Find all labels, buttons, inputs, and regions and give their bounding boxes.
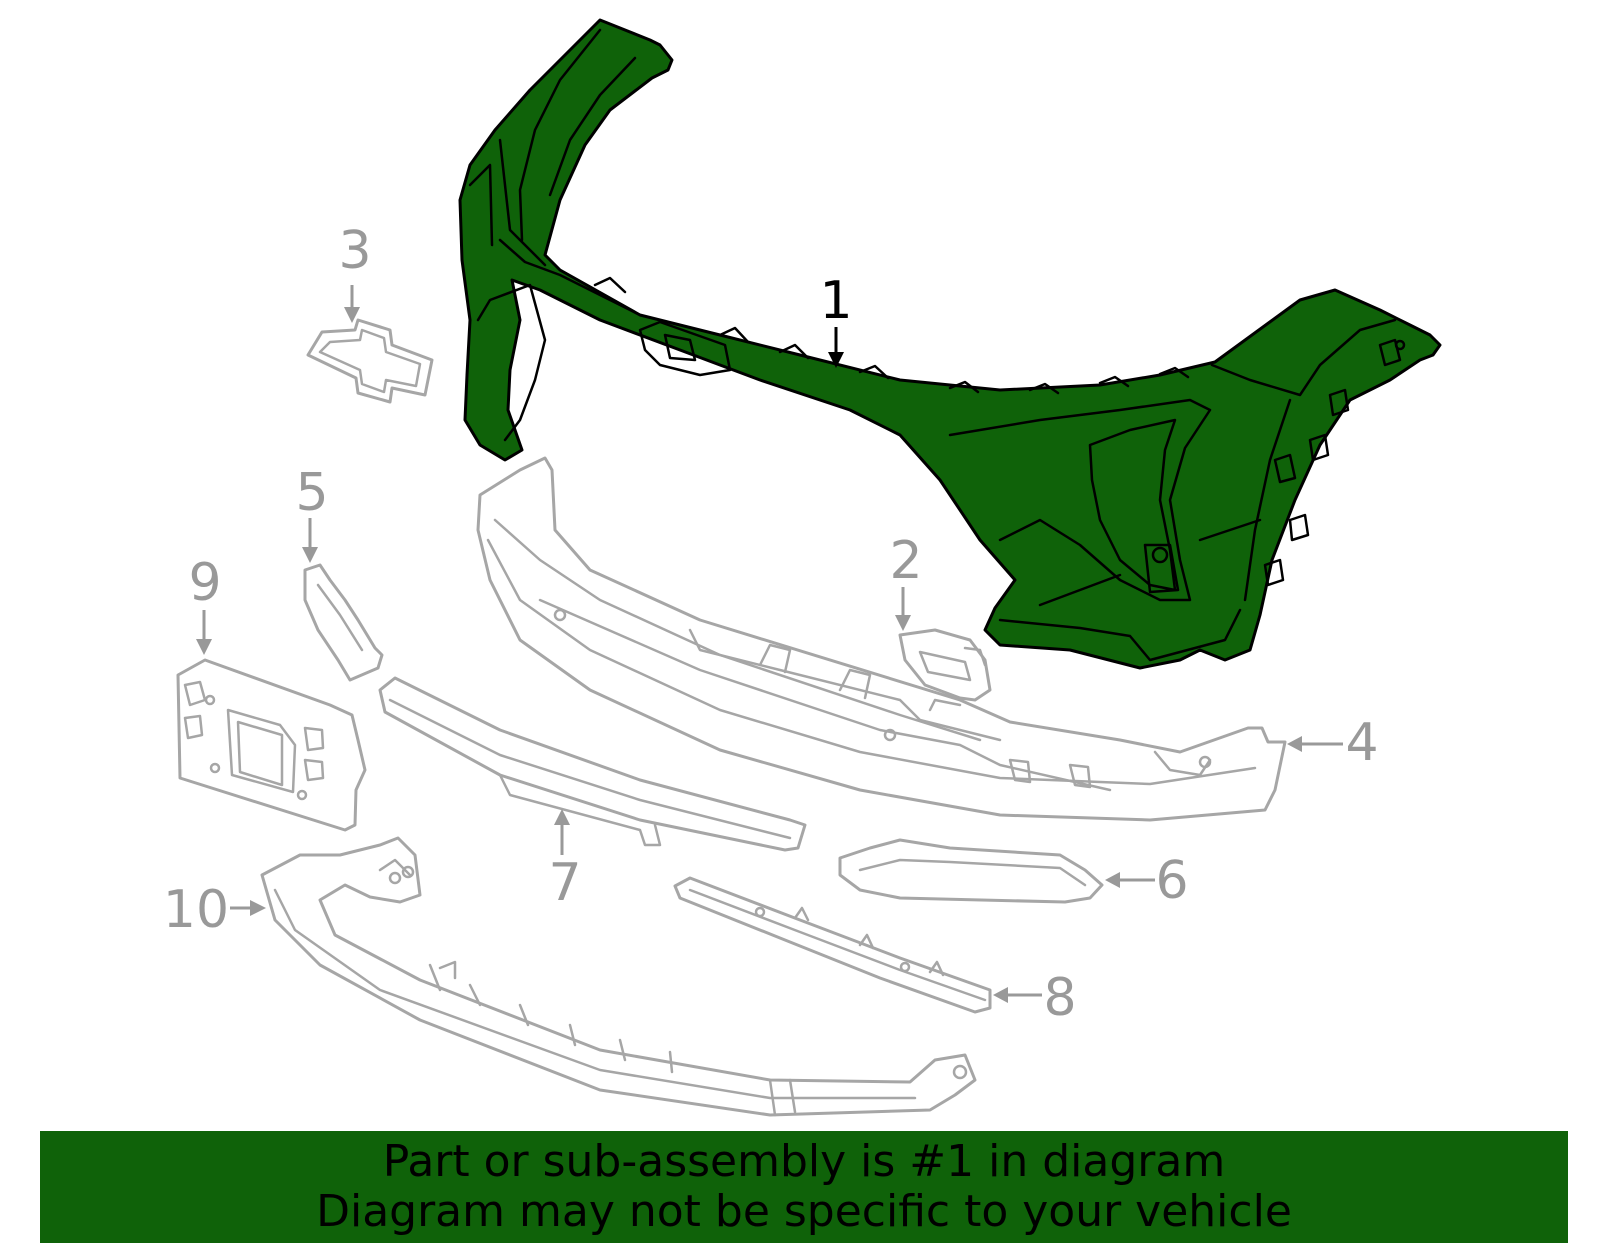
callout-arrow-4 (1287, 736, 1343, 752)
banner-line-vehicle-note: Diagram may not be specific to your vehi… (316, 1186, 1292, 1237)
banner-line-part-note: Part or sub-assembly is #1 in diagram (382, 1136, 1226, 1187)
callout-arrow-10 (230, 900, 266, 916)
part-2-bracket[interactable] (898, 628, 992, 702)
part-5-bracket[interactable] (303, 563, 384, 682)
part-10-lower-reinforcement[interactable] (260, 836, 977, 1117)
info-banner: Part or sub-assembly is #1 in diagram Di… (40, 1131, 1568, 1243)
callout-label-6: 6 (1155, 851, 1188, 911)
part-3-emblem[interactable] (306, 318, 434, 404)
callout-label-7: 7 (548, 853, 581, 913)
part-8-lower-strip[interactable] (673, 876, 992, 1014)
callout-label-1: 1 (819, 271, 852, 331)
callout-arrow-3 (344, 285, 360, 323)
callout-label-4: 4 (1345, 713, 1378, 773)
callout-arrow-5 (302, 518, 318, 563)
callout-label-5: 5 (295, 463, 328, 523)
part-6-side-applique[interactable] (838, 838, 1104, 904)
callout-label-2: 2 (889, 531, 922, 591)
callout-arrow-6 (1105, 872, 1155, 888)
part-7-deflector[interactable] (378, 676, 807, 852)
callout-label-9: 9 (188, 553, 221, 613)
callout-arrow-8 (993, 987, 1042, 1003)
callout-arrow-7 (554, 809, 570, 855)
callout-label-8: 8 (1043, 968, 1076, 1028)
callout-label-10: 10 (163, 880, 229, 940)
callout-arrow-1 (828, 327, 844, 368)
part-4-bumper-cover[interactable] (476, 456, 1287, 822)
callout-arrow-2 (895, 587, 911, 631)
callout-label-3: 3 (338, 221, 371, 281)
callout-arrow-9 (196, 610, 212, 655)
part-1-upper-fascia[interactable] (458, 18, 1442, 670)
part-9-license-bracket[interactable] (176, 658, 367, 832)
